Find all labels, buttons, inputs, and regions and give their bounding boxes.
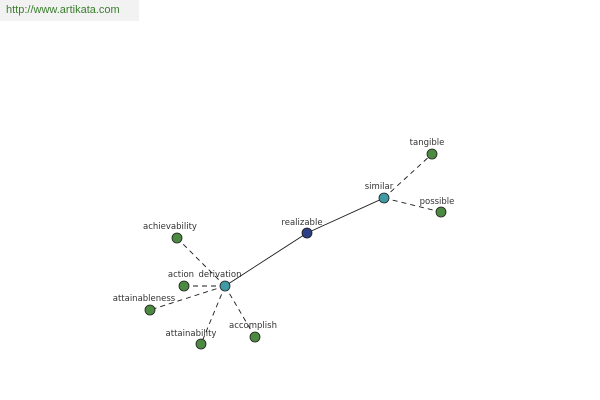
node-label-derivation: derivation xyxy=(198,270,241,280)
node-realizable[interactable] xyxy=(301,227,313,239)
edge-realizable-similar xyxy=(306,197,385,234)
node-attainableness[interactable] xyxy=(144,304,156,316)
node-action[interactable] xyxy=(178,280,190,292)
edge-similar-tangible xyxy=(383,153,433,199)
node-label-attainableness: attainableness xyxy=(113,294,176,304)
node-label-accomplish: accomplish xyxy=(229,321,277,331)
edge-derivation-accomplish xyxy=(224,285,256,338)
node-label-similar: similar xyxy=(365,182,394,192)
node-label-attainability: attainability xyxy=(166,329,217,339)
node-attainability[interactable] xyxy=(195,338,207,350)
source-link[interactable]: http://www.artikata.com xyxy=(6,4,120,16)
node-accomplish[interactable] xyxy=(249,331,261,343)
node-label-possible: possible xyxy=(420,197,455,207)
source-banner: http://www.artikata.com xyxy=(0,0,139,21)
edge-realizable-derivation xyxy=(224,232,308,287)
node-label-achievability: achievability xyxy=(143,222,197,232)
nodes-layer xyxy=(144,148,447,350)
edge-similar-possible xyxy=(383,197,442,213)
node-label-tangible: tangible xyxy=(410,138,445,148)
node-tangible[interactable] xyxy=(426,148,438,160)
edge-derivation-attainableness xyxy=(149,285,226,311)
edges-layer xyxy=(149,153,442,345)
node-derivation[interactable] xyxy=(219,280,231,292)
node-possible[interactable] xyxy=(435,206,447,218)
node-label-realizable: realizable xyxy=(281,218,322,228)
labels-layer: realizable similar derivation tangible possi… xyxy=(113,138,455,339)
edge-derivation-achievability xyxy=(176,237,226,287)
edge-derivation-attainability xyxy=(200,285,226,345)
node-achievability[interactable] xyxy=(171,232,183,244)
node-label-action: action xyxy=(168,270,194,280)
node-similar[interactable] xyxy=(378,192,390,204)
